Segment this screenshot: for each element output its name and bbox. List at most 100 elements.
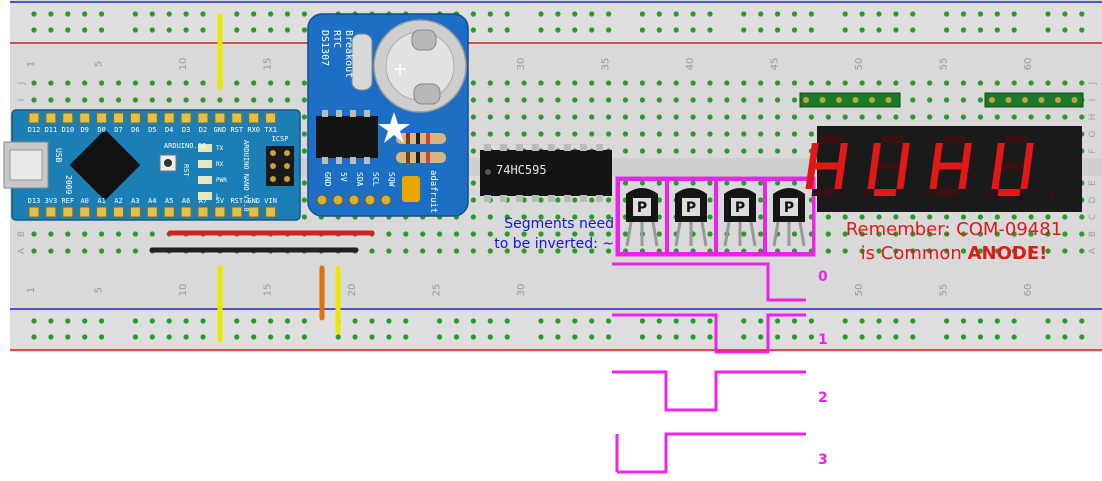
hole [758, 231, 764, 237]
hole [656, 131, 662, 137]
hole [927, 80, 933, 86]
transistor-badge [633, 198, 651, 216]
rail-hole [132, 318, 138, 324]
hole [741, 114, 747, 120]
hole [758, 131, 764, 137]
display-segment [818, 136, 842, 143]
hole [707, 197, 713, 203]
column-number: 1 [26, 287, 37, 293]
rail-hole [690, 318, 696, 324]
hole [521, 80, 527, 86]
rail-hole [656, 334, 662, 340]
hole [690, 80, 696, 86]
rail-hole [808, 11, 815, 17]
hole [639, 80, 646, 86]
display-dot [925, 191, 931, 197]
rtc-pin-label: SQW [387, 172, 396, 187]
hole [538, 214, 544, 220]
transistor-label: P [784, 200, 794, 216]
nano-rst-label: RST [182, 164, 190, 177]
rail-hole [555, 334, 561, 340]
hole [504, 97, 510, 103]
hole [115, 80, 122, 86]
hole [825, 248, 831, 254]
display-dot [863, 191, 869, 197]
hole [622, 148, 629, 154]
hole [1079, 114, 1085, 120]
shift-register-pin [484, 195, 491, 202]
nano-pin [214, 206, 226, 218]
hole [994, 231, 1000, 237]
hole [403, 248, 409, 254]
display-segment [942, 136, 966, 143]
shift-register-pin [580, 144, 587, 151]
rail-hole [268, 11, 274, 17]
rail-hole [1011, 11, 1017, 17]
adafruit-flower-icon [378, 112, 410, 143]
rail-hole [149, 11, 155, 17]
hole [487, 231, 493, 237]
hole [1045, 231, 1051, 237]
rail-hole [284, 334, 291, 340]
hole [538, 131, 544, 137]
display-segment [961, 143, 972, 166]
hole [707, 131, 713, 137]
hole [470, 148, 476, 154]
hole [487, 97, 493, 103]
hole [132, 231, 138, 237]
nano-pin [28, 112, 40, 124]
hole [758, 214, 764, 220]
hole [1079, 248, 1085, 254]
hole [1011, 114, 1017, 120]
rail-hole [386, 334, 392, 340]
display-segment [899, 143, 910, 166]
row-letter: J [17, 82, 27, 86]
digit-signal-waveform [617, 432, 806, 474]
nano-pin-label: D5 [148, 126, 156, 134]
rail-hole [453, 334, 460, 340]
transistor-frame [716, 179, 765, 254]
nano-pin [96, 206, 108, 218]
column-number: 30 [516, 58, 527, 71]
rtc-pin-label: GND [323, 172, 332, 187]
rail-hole [758, 11, 764, 17]
hole [927, 214, 933, 220]
rail-hole [555, 27, 561, 33]
rail-hole [200, 11, 206, 17]
hole [994, 114, 1000, 120]
icsp-pin [270, 176, 276, 182]
hole [944, 114, 950, 120]
nano-pin-label: RST [230, 126, 243, 134]
hole [470, 114, 476, 120]
hole [775, 180, 781, 186]
hole [741, 131, 747, 137]
hole [538, 231, 544, 237]
hole [775, 148, 781, 154]
rail-hole [572, 27, 578, 33]
hole [1062, 248, 1068, 254]
rail-hole [369, 334, 375, 340]
rail-hole [673, 27, 679, 33]
rail-hole [876, 318, 882, 324]
hole [470, 131, 476, 137]
hole [521, 114, 527, 120]
rail-hole [251, 318, 257, 324]
nano-pin-label: A0 [80, 197, 88, 205]
rail-hole [893, 11, 899, 17]
rail-hole [572, 11, 578, 17]
rtc-chip-pin [350, 157, 356, 164]
hole [876, 248, 882, 254]
rtc-title-word: Breakout [343, 30, 354, 78]
hole [707, 180, 713, 186]
shift-register-pin [548, 144, 555, 151]
hole [82, 97, 88, 103]
rail-hole [758, 27, 764, 33]
rail-hole [132, 11, 138, 17]
nano-pin-label: GND [247, 197, 260, 205]
hole [842, 214, 848, 220]
rail-hole [994, 318, 1000, 324]
rail-hole [910, 11, 916, 17]
nano-pin [180, 206, 192, 218]
column-number: 20 [347, 284, 358, 297]
